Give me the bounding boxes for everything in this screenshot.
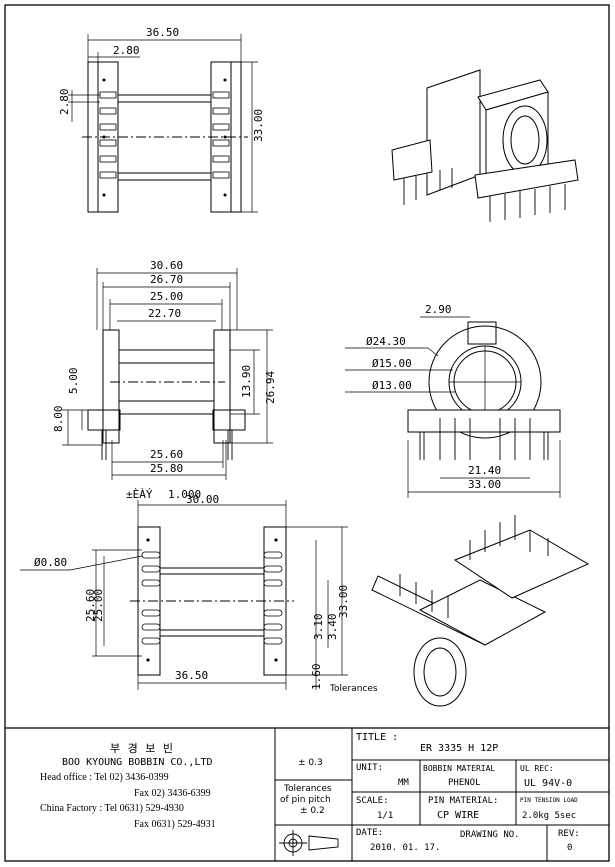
dim-v4-height: 33.00 — [337, 585, 350, 618]
dim-v4-p3: 1.60 — [310, 664, 323, 691]
dim-v2-l1: 8.00 — [52, 406, 65, 433]
dim-v3-id: Ø13.00 — [372, 379, 412, 392]
dim-v2-d2: 26.70 — [150, 273, 183, 286]
dim-v4-pitch-b: 25.00 — [92, 589, 105, 622]
dim-v2-d3: 25.00 — [150, 290, 183, 303]
dim-v2-b2: 25.80 — [150, 462, 183, 475]
dim-v3-od2: Ø15.00 — [372, 357, 412, 370]
dim-v4-pitch-a: 25.60 — [84, 589, 97, 622]
view-bottom-plan — [20, 500, 348, 690]
view-end-elevation — [345, 316, 561, 498]
projection-symbol-icon — [279, 830, 339, 856]
dim-v4-width: 36.50 — [175, 669, 208, 682]
pin-pitch-tolerance-value: ± 0.2 — [300, 806, 325, 816]
rev-label: REV: — [558, 829, 580, 839]
dim-v2-b1: 25.60 — [150, 448, 183, 461]
dim-v4-top: 30.00 — [186, 493, 219, 506]
dim-v4-p1: 3.10 — [312, 614, 325, 641]
date-label: DATE: — [356, 828, 384, 838]
pin-pitch-tolerance-label-1: Tolerances — [284, 784, 332, 794]
dim-v2-d1: 30.60 — [150, 259, 183, 272]
scale-value: 1/1 — [377, 811, 394, 821]
dim-v3-width: 33.00 — [468, 478, 501, 491]
dim-v1-side: 2.80 — [58, 89, 71, 116]
title-block-grid — [274, 728, 609, 861]
company-english-name: BOO KYOUNG BOBBIN CO.,LTD — [62, 757, 213, 768]
dim-v2-h2: 26.94 — [264, 371, 277, 404]
unit-value: MM — [398, 778, 409, 788]
ul-rec-label: UL REC: — [520, 764, 554, 773]
isometric-view-bottom — [371, 515, 590, 707]
pin-material-value: CP WIRE — [437, 810, 480, 821]
dim-v4-pin: Ø0.80 — [34, 556, 67, 569]
scale-label: SCALE: — [356, 796, 389, 806]
factory-fax: Fax 0631) 529-4931 — [134, 819, 216, 830]
pin-pitch-tolerance-label-2: of pin pitch — [280, 795, 331, 805]
date-value: 2010. 01. 17. — [370, 843, 441, 853]
factory-tel: China Factory : Tel 0631) 529-4930 — [40, 803, 184, 814]
dim-v3-slot: 2.90 — [425, 303, 452, 316]
pin-tension-label: PIN TENSION LOAD — [520, 797, 578, 804]
dim-v1-height: 33.00 — [252, 109, 265, 142]
dim-v1-slot: 2.80 — [113, 44, 140, 57]
general-tolerance: ± 0.3 — [298, 758, 323, 768]
dim-v4-p2: 3.40 — [326, 614, 339, 641]
company-korean-name: 부 경 보 빈 — [110, 742, 175, 755]
dim-v2-d4: 22.70 — [148, 307, 181, 320]
unit-label: UNIT: — [356, 763, 384, 773]
dim-v4-tol: ±ÈÀÝ — [126, 488, 153, 501]
ul-rec-value: UL 94V-0 — [524, 778, 573, 789]
tolerances-note: Tolerances — [329, 684, 378, 694]
dim-v2-l2: 5.00 — [67, 368, 80, 395]
bobbin-material-label: BOBBIN MATERIAL — [423, 764, 496, 773]
pin-material-label: PIN MATERIAL: — [428, 796, 499, 806]
head-office-fax: Fax 02) 3436-6399 — [134, 788, 211, 799]
dim-v3-pin-span: 21.40 — [468, 464, 501, 477]
dim-v2-h1: 13.90 — [240, 365, 253, 398]
view-side-elevation — [62, 268, 273, 480]
pin-tension-value: 2.0kg 5sec — [522, 811, 577, 821]
head-office-tel: Head office : Tel 02) 3436-0399 — [40, 772, 169, 783]
title-value: ER 3335 H 12P — [420, 743, 499, 754]
title-label: TITLE : — [356, 732, 399, 743]
dim-v1-width: 36.50 — [146, 26, 179, 39]
dim-v4-tol-val: 1.000 — [168, 488, 201, 501]
rev-value: 0 — [567, 843, 573, 853]
isometric-view-top — [391, 69, 579, 222]
dim-v3-od1: Ø24.30 — [366, 335, 406, 348]
drawing-no-label: DRAWING NO. — [460, 830, 520, 840]
bobbin-material-value: PHENOL — [448, 778, 481, 788]
sheet-border — [4, 4, 610, 862]
view-top-plan — [68, 34, 258, 213]
